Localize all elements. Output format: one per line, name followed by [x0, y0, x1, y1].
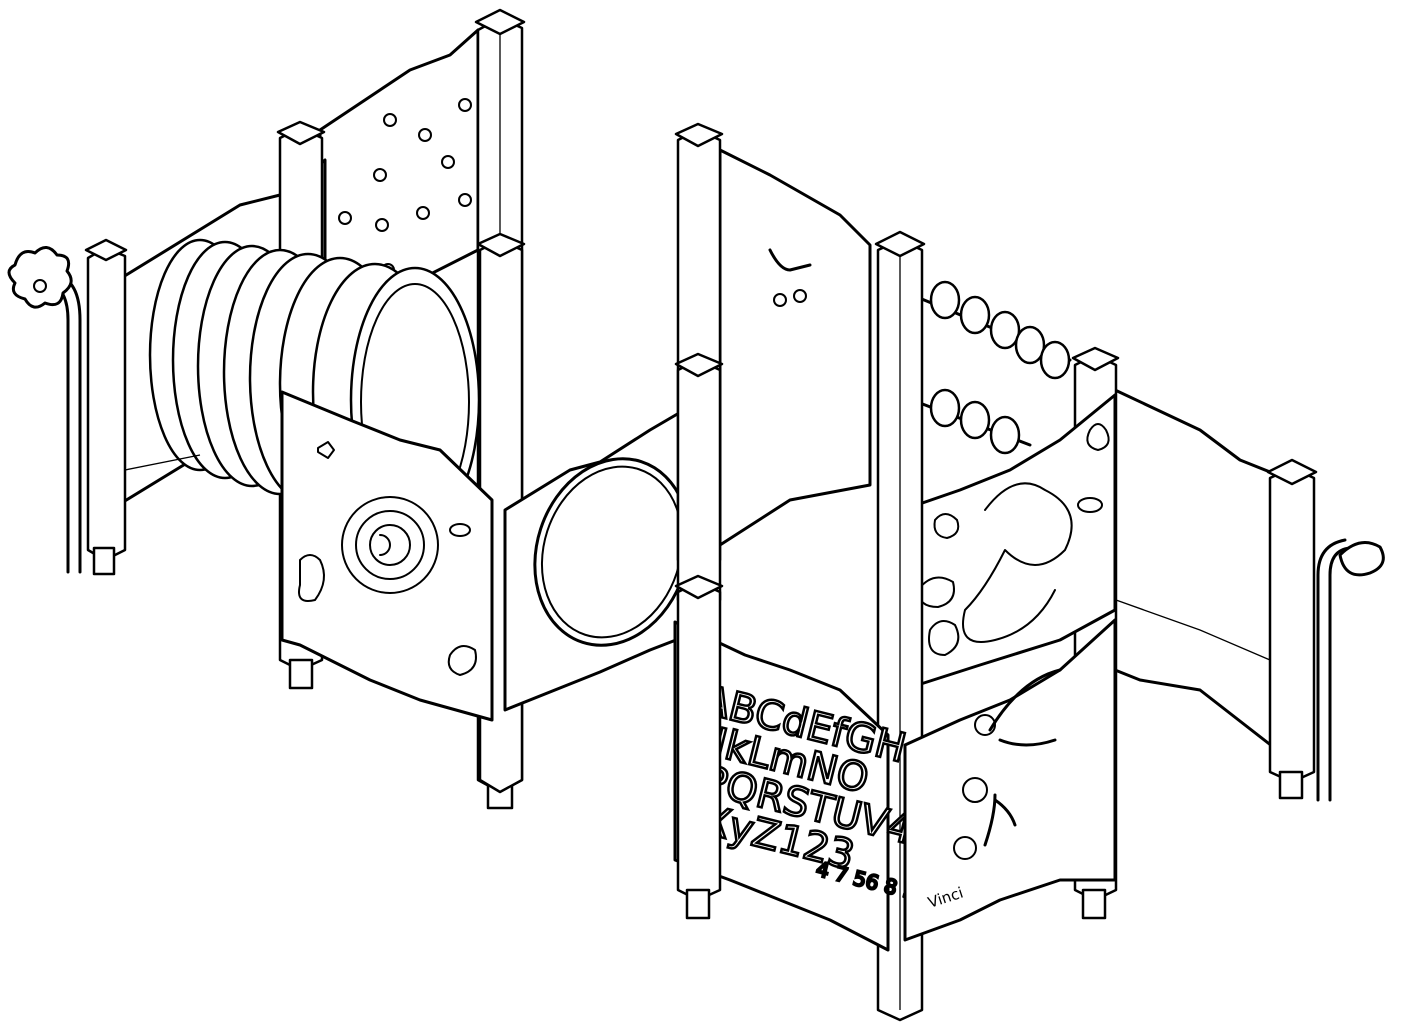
wire-maze-panel	[900, 393, 1117, 692]
climbing-holds	[338, 98, 472, 277]
center-back-panel	[718, 148, 872, 547]
post-right-end	[1266, 458, 1318, 800]
left-post-short	[84, 238, 128, 576]
cog-icon-1	[974, 714, 996, 736]
post-front-center	[674, 574, 724, 920]
oval-icon-right	[1077, 497, 1103, 513]
bee-icon	[447, 645, 477, 676]
cat-icon-right	[928, 620, 960, 656]
oval-icon	[449, 523, 471, 537]
cat-icon	[298, 554, 325, 602]
maze-panel	[280, 390, 494, 722]
ground-profile-lines	[124, 454, 1271, 661]
abacus-rail-panel	[1113, 388, 1292, 762]
abacus-beads	[910, 280, 1072, 455]
gear-panel: Vinci	[903, 618, 1117, 942]
alphabet-panel: ABCdEfGH IJkLmNO PQRSTUV4 XyZ123 4 7 56 …	[673, 620, 920, 952]
steering-handle-right	[1316, 538, 1385, 802]
bone-icon	[317, 441, 335, 459]
post-center-mid	[674, 352, 724, 612]
steering-handle-left	[7, 246, 82, 574]
cog-icon-2	[962, 777, 988, 803]
apple-icon	[1086, 423, 1110, 451]
cog-icon-3	[953, 836, 977, 860]
bug-icon	[933, 513, 960, 539]
maze-icon	[341, 496, 439, 594]
